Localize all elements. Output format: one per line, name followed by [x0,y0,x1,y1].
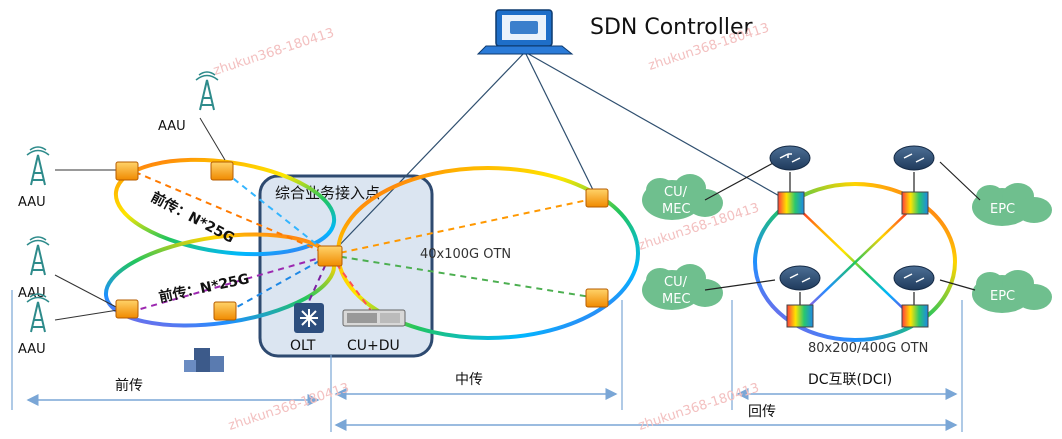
antenna-tower-icon [26,146,50,186]
backhaul-span-label: 回传 [748,404,776,420]
cloud-label-4: EPC [990,289,1015,304]
cloud-icon [642,264,723,310]
access-point-box [258,174,434,358]
dci-cross-2 [799,209,911,316]
watermark: zhukun368-180413 [637,381,762,434]
server-icon [342,309,406,327]
cloud-icon [972,270,1052,313]
dci-span-label: DC互联(DCI) [808,372,892,388]
cloud-icon [972,183,1052,226]
olt-label: OLT [290,338,316,354]
watermark: zhukun368-180413 [212,26,337,79]
cloud-label-1-line2: MEC [662,202,691,217]
aau-label-2: AAU [18,195,46,210]
antenna-tower-icon [26,236,50,276]
aau-link-1 [199,117,226,161]
midhaul-span-label: 中传 [455,372,483,388]
watermark: zhukun368-180413 [227,381,352,434]
computer-icon [476,9,574,55]
cloud-label-1-line1: CU/ [664,185,688,200]
otn-node-icon [115,161,609,321]
building-icon [184,348,224,372]
olt-icon [294,303,324,333]
cu-du-label: CU+DU [347,338,400,354]
midhaul-ring-label: 40x100G OTN [420,247,511,262]
aau-link-3 [54,274,119,309]
dci-ring [753,182,957,342]
cloud-icon [642,174,723,220]
router-icon [769,145,935,291]
cloud-label-2-line1: CU/ [664,275,688,290]
aau-label-1: AAU [158,119,186,134]
dci-otn-node-icon [777,191,929,328]
dashed-lightpaths [129,171,598,313]
span-guides [11,290,963,432]
router-links [704,161,981,305]
cloud-label-3: EPC [990,202,1015,217]
cloud-label-2-line2: MEC [662,292,691,307]
antenna-tower-icon [195,71,219,111]
aau-label-4: AAU [18,342,46,357]
aau-link-4 [54,309,119,321]
controller-label: SDN Controller [590,15,754,40]
fronthaul-span-label: 前传 [115,377,143,394]
access-point-label: 综合业务接入点 [275,184,380,202]
antenna-tower-icon [26,293,50,333]
dci-ring-label: 80x200/400G OTN [808,341,928,356]
fronthaul-ring-label-2: 前传：N*25G [157,270,251,306]
controller-links [329,51,791,256]
